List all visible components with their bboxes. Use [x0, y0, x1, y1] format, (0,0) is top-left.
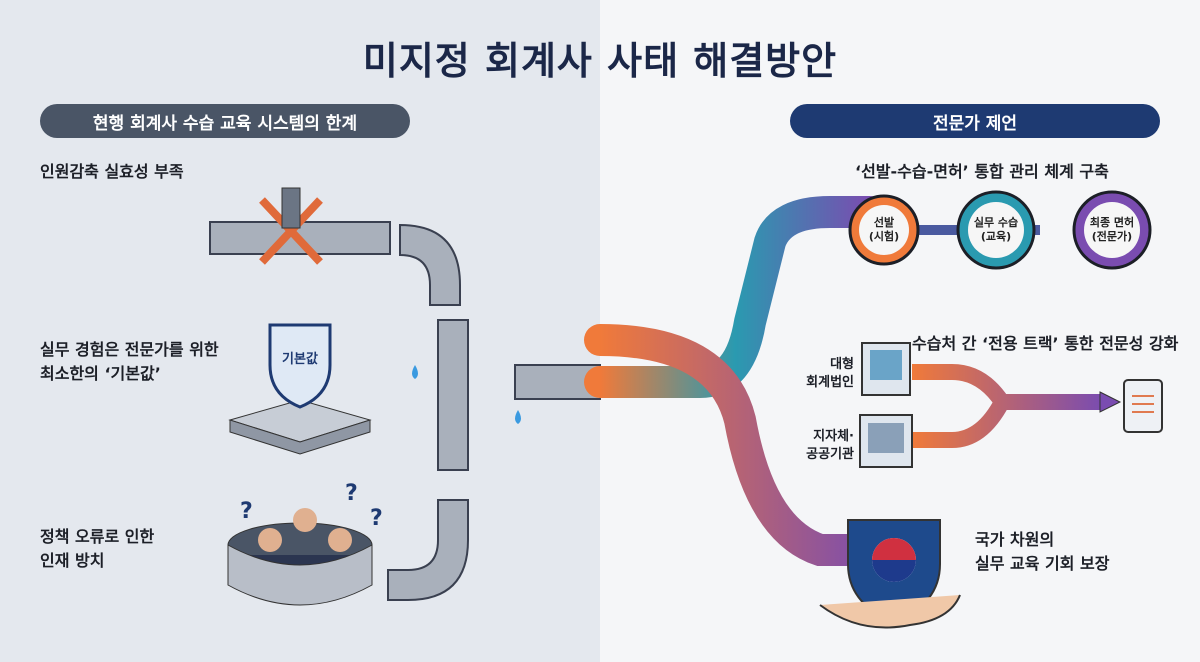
graduates-pit-icon: ? ? ?: [227, 481, 383, 606]
svg-text:?: ?: [345, 481, 358, 506]
clipboard-icon: [1123, 379, 1163, 433]
public-building-icon: [859, 414, 913, 468]
node-license: 최종 면허 (전문가): [1089, 216, 1135, 243]
limitation-1: 인원감축 실효성 부족: [40, 162, 184, 181]
left-section-header: 현행 회계사 수습 교육 시스템의 한계: [40, 104, 410, 138]
national-shield-icon: [819, 519, 961, 629]
source-public-institutions: 지자체· 공공기관: [806, 429, 854, 462]
right-section-header: 전문가 제언: [790, 104, 1160, 138]
process-chain: [848, 190, 1152, 270]
svg-text:?: ?: [240, 499, 253, 524]
broken-pipe: [209, 221, 601, 601]
page-title: 미지정 회계사 사태 해결방안: [362, 39, 838, 83]
baseline-shield-icon: [228, 323, 372, 455]
valve-icon: [281, 187, 301, 229]
water-drop-icon: [412, 365, 418, 379]
building-icon: [861, 342, 911, 396]
proposal-3-title: 국가 차원의 실무 교육 기회 보장: [975, 530, 1110, 573]
svg-text:?: ?: [370, 506, 383, 531]
baseline-badge: 기본값: [282, 352, 318, 367]
node-selection: 선발 (시험): [868, 216, 900, 243]
cross-icon: [259, 197, 323, 265]
source-large-firms: 대형 회계법인: [806, 357, 854, 390]
proposal-1-title: ‘선발-수습-면허’ 통합 관리 체계 구축: [855, 162, 1109, 181]
proposal-2-title: 수습처 간 ‘전용 트랙’ 통한 전문성 강화: [912, 334, 1179, 353]
limitation-3: 정책 오류로 인한 인재 방치: [40, 527, 155, 570]
node-training: 실무 수습 (교육): [973, 216, 1019, 243]
limitation-2: 실무 경험은 전문가를 위한 최소한의 ‘기본값’: [40, 340, 219, 383]
